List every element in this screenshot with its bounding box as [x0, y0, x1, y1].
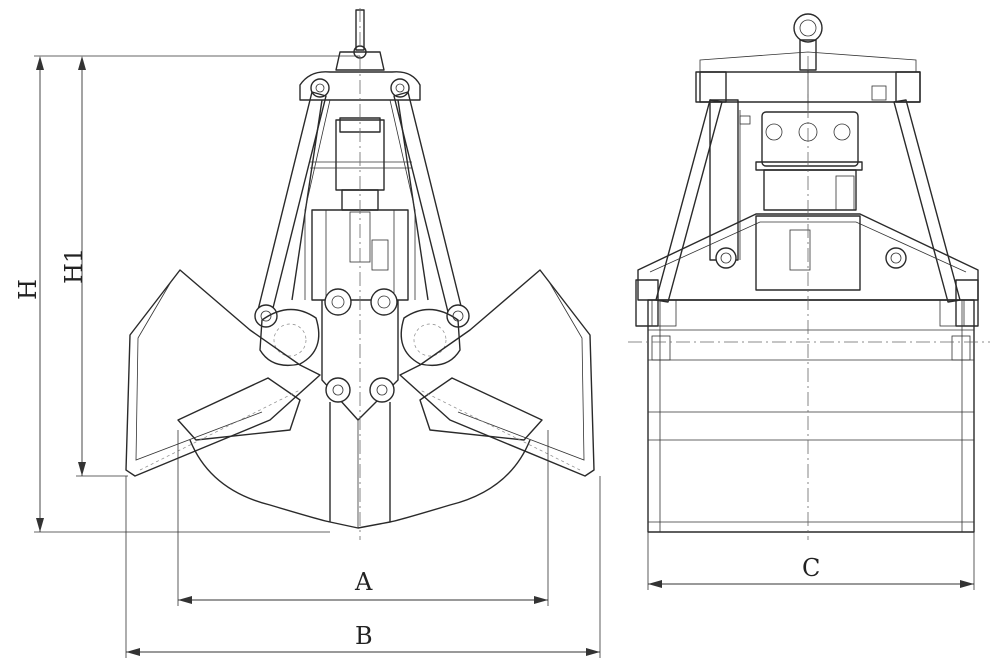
dim-label-a: A: [354, 568, 373, 596]
dim-label-h1: H1: [60, 248, 88, 284]
dimension-lines: [34, 55, 975, 658]
right-jaw: [399, 269, 595, 477]
right-arm: [393, 91, 463, 313]
side-housing: [637, 213, 979, 301]
side-view: [628, 13, 990, 540]
central-housing: [311, 209, 409, 301]
left-hinge-plate: [259, 308, 320, 367]
side-bucket-body: [647, 299, 975, 533]
right-bracket: [955, 279, 979, 327]
right-hinge-plate: [400, 308, 461, 367]
motor: [310, 117, 412, 271]
dim-label-h: H: [14, 279, 42, 300]
side-motor: [755, 111, 863, 211]
left-bracket: [635, 279, 659, 327]
side-right-arm: [893, 99, 961, 303]
dim-label-b: B: [355, 622, 373, 650]
side-left-arm: [655, 99, 723, 303]
front-view: [125, 8, 595, 540]
top-crossbeam: [299, 71, 421, 101]
left-jaw: [125, 269, 321, 477]
side-shackle: [793, 13, 823, 43]
left-arm: [257, 91, 327, 313]
dim-label-c: C: [802, 554, 820, 582]
